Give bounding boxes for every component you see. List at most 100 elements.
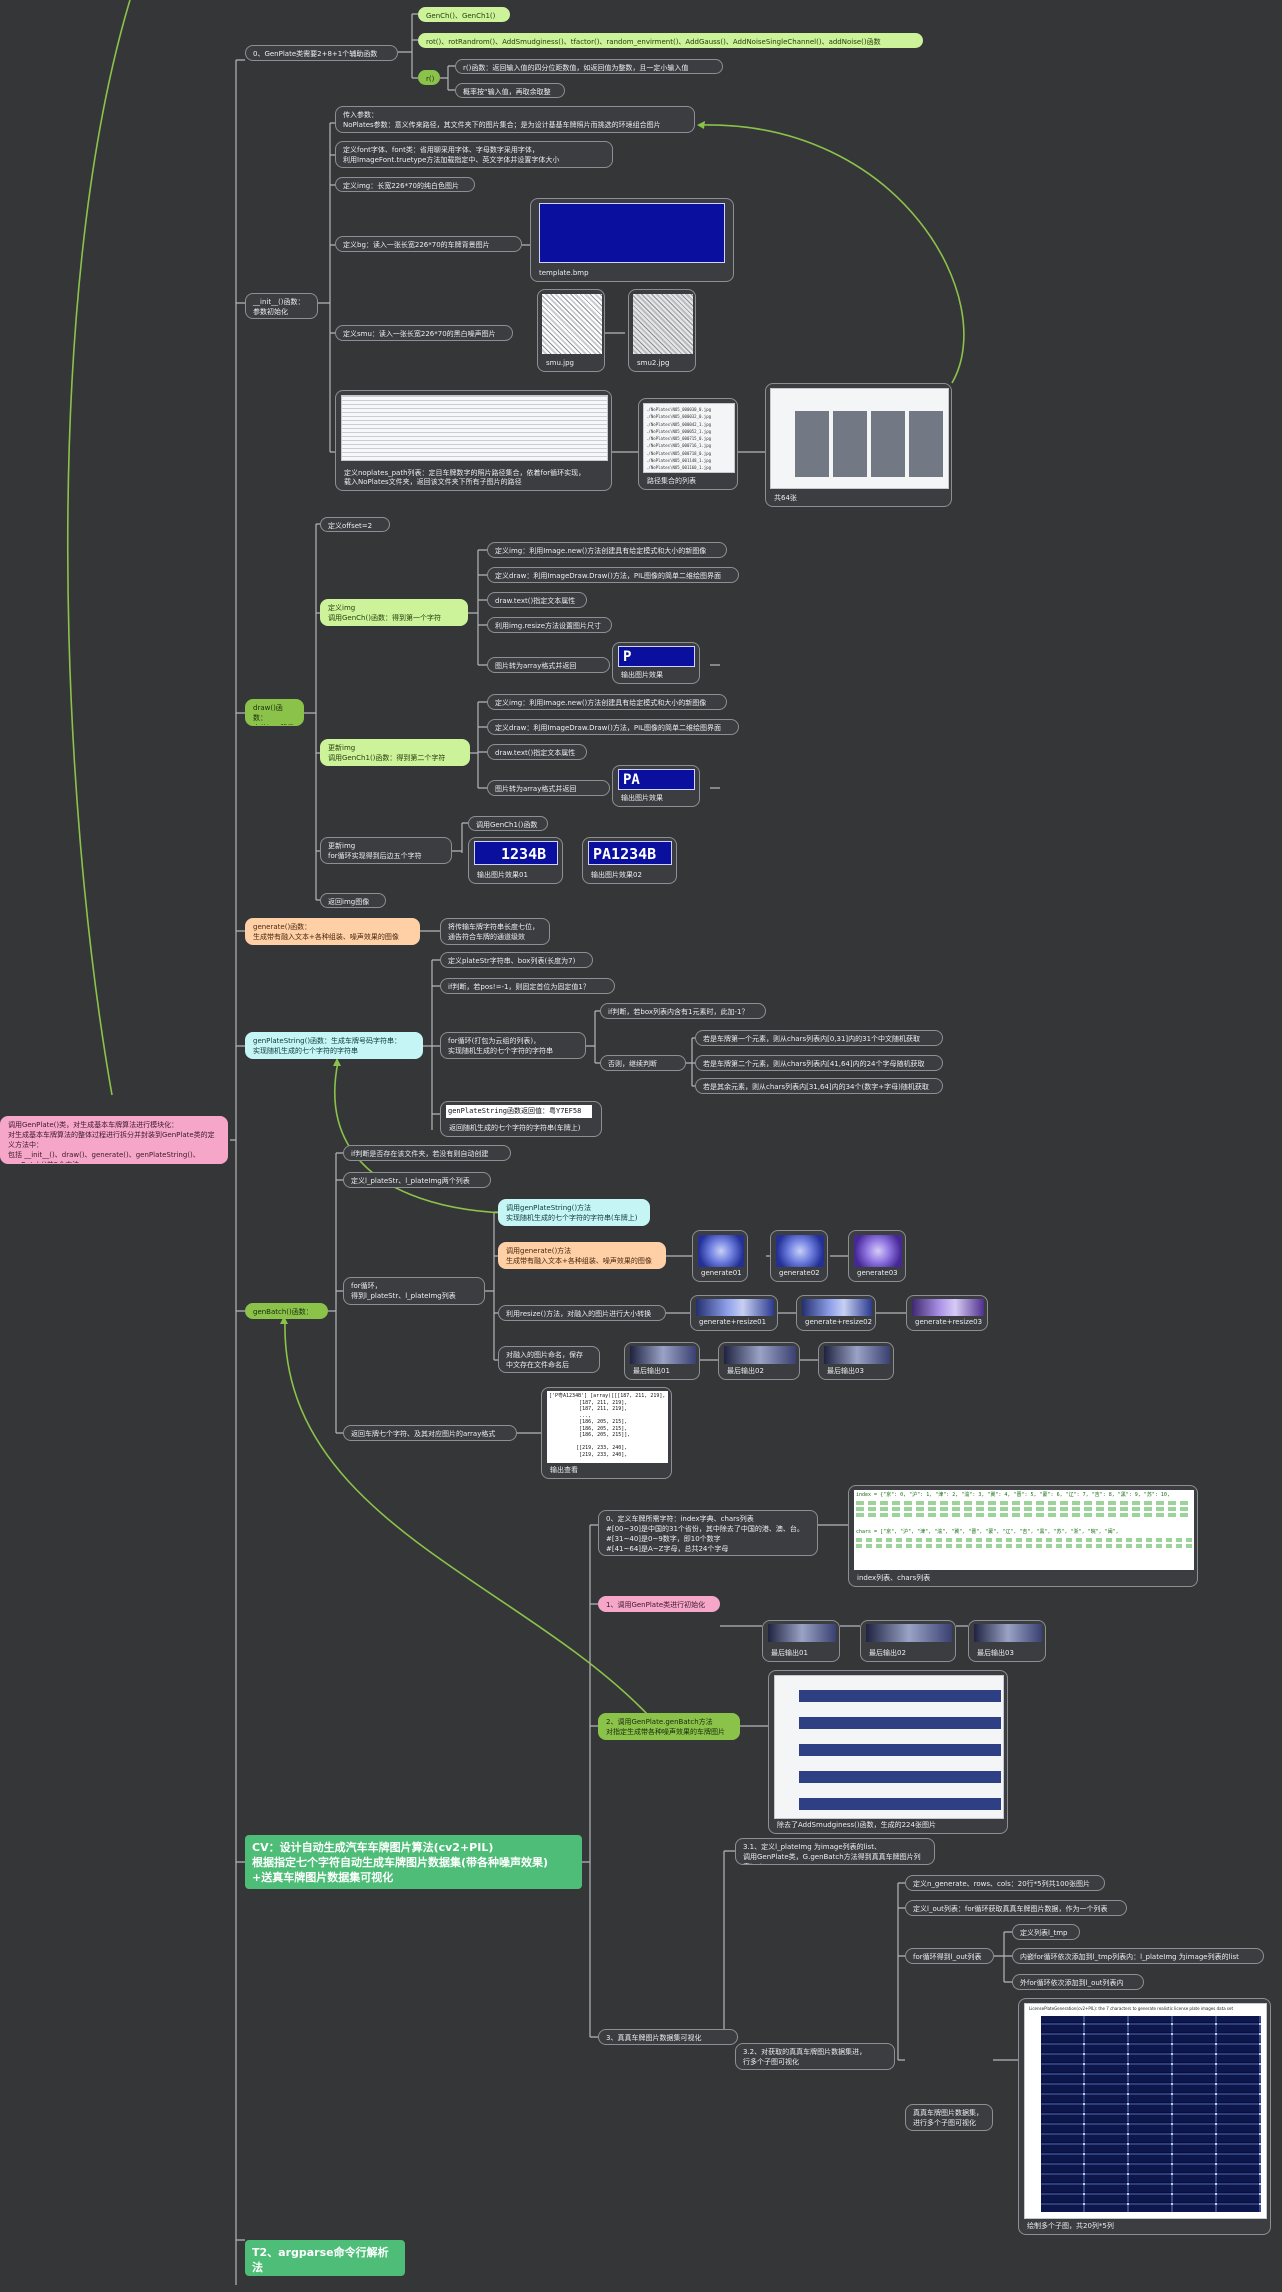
cv-step1[interactable]: 1、调用GenPlate类进行初始化 — [598, 1596, 720, 1612]
resize03-caption: generate+resize03 — [915, 1318, 983, 1326]
cv-step2[interactable]: 2、调用GenPlate.genBatch方法 对指定生成带各种噪声效果的车牌图… — [598, 1713, 740, 1740]
noplates-code-screenshot — [341, 395, 608, 461]
helpers-r-item-2[interactable]: 概率按“输入值，再取余取整 — [455, 83, 565, 98]
helpers-node[interactable]: 0、GenPlate类需要2+8+1个辅助函数 — [245, 45, 398, 61]
draw-first-item-3[interactable]: draw.text()指定文本属性 — [487, 592, 587, 608]
init-item-smu[interactable]: 定义smu：读入一张长宽226*70的黑白噪声图片 — [335, 325, 513, 341]
step2-out02-caption: 最后输出02 — [869, 1649, 906, 1657]
gps-item-3[interactable]: for循环(打包为云组的列表)， 实现随机生成的七个字符的字符串 — [440, 1032, 586, 1059]
draw-node[interactable]: draw()函数： 定位img背景 — [245, 699, 304, 726]
final02-card: 最后输出02 — [718, 1342, 800, 1380]
resize03-image — [912, 1299, 984, 1316]
gps-sub2-item-1[interactable]: 若是车牌第一个元素，则从chars列表内[0,31]内的31个中文随机获取 — [695, 1030, 943, 1046]
gps-item-2[interactable]: if判断，若pos!=-1，则固定首位为固定值1？ — [440, 978, 615, 994]
generate-node[interactable]: generate()函数： 生成带有融入文本+各种组装、噪声效果的图像 — [245, 918, 420, 945]
draw-first-out-caption: 输出图片效果 — [621, 671, 663, 679]
smu2-noise-image — [633, 294, 693, 354]
cv-step3-2[interactable]: 3.2、对获取的真真车牌图片数据集进， 行多个子图可视化 — [735, 2043, 895, 2070]
folder-screenshot — [770, 388, 949, 489]
generate03-caption: generate03 — [857, 1269, 898, 1277]
draw-offset[interactable]: 定义offset=2 — [320, 517, 390, 532]
draw-second-item-1[interactable]: 定义img：利用Image.new()方法创建具有给定模式和大小的新图像 — [487, 694, 727, 710]
nopltes-folder-card: 共64张 — [765, 383, 952, 507]
cv-vis-node[interactable]: 真真车牌图片数据集， 进行多个子图可视化 — [905, 2104, 993, 2131]
path-line: ./NoPlates\NO5_001160_1.jpg — [646, 465, 712, 471]
cv-for-item-1[interactable]: 定义列表l_tmp — [1012, 1924, 1080, 1940]
draw-second-item-4[interactable]: 图片转为array格式并返回 — [487, 780, 610, 796]
gps-sub-1[interactable]: if判断，若box列表内含有1元素时，此加-1？ — [600, 1003, 766, 1019]
gps-sub2-item-2[interactable]: 若是车牌第二个元素，则从chars列表内[41,64]内的24个字母随机获取 — [695, 1055, 943, 1071]
genbatch-node[interactable]: genBatch()函数： — [245, 1303, 328, 1319]
draw-second-item-2[interactable]: 定义draw：利用ImageDraw.Draw()方法，PIL图像的简单二维绘图… — [487, 719, 739, 735]
smu-noise-image — [542, 294, 602, 354]
vis-grid-caption: 绘制多个子图，共20列*5列 — [1027, 2222, 1114, 2230]
gps-item-1[interactable]: 定义plateStr字符串、box列表(长度为7) — [440, 952, 593, 968]
draw-return[interactable]: 返回img图像 — [320, 893, 386, 908]
genbatch-item-2[interactable]: 定义l_plateStr、l_plateImg两个列表 — [343, 1172, 491, 1188]
genbatch-loop-item-3[interactable]: 利用resize()方法，对融入的图片进行大小转换 — [498, 1305, 666, 1321]
init-item-img[interactable]: 定义img：长宽226*70的纯白色图片 — [335, 177, 475, 192]
cv-node[interactable]: CV：设计自动生成汽车车牌图片算法(cv2+PIL) 根据指定七个字符自动生成车… — [245, 1835, 582, 1889]
draw-first-item-2[interactable]: 定义draw：利用ImageDraw.Draw()方法，PIL图像的简单二维绘图… — [487, 567, 739, 583]
draw-loop-caption-2: 输出图片效果02 — [591, 871, 642, 879]
genbatch-loop-item-1[interactable]: 调用genPlateString()方法 实现随机生成的七个字符的字符串(车牌上… — [498, 1199, 650, 1226]
draw-loop-out-card-1: 1234B 输出图片效果01 — [468, 837, 563, 884]
draw-second-node[interactable]: 更新img 调用GenCh1()函数：得到第二个字符 — [320, 739, 470, 766]
path-list-caption: 路径集合的列表 — [647, 477, 696, 485]
vis-grid-title: LicensePlateGeneration(cv2+PIL): the 7 c… — [1029, 2006, 1234, 2011]
cv-s32-item-1[interactable]: 定义n_generate、rows、cols：20行*5列共100张图片 — [905, 1875, 1105, 1891]
genbatch-loop-node[interactable]: for循环， 得到l_plateStr、l_plateImg列表 — [343, 1277, 485, 1305]
generate01-image — [698, 1235, 744, 1267]
genbatch-loop-item-2[interactable]: 调用generate()方法 生成带有融入文本+各种组装、噪声效果的图像 — [498, 1242, 666, 1269]
path-line: ./NoPlates\NO5_000715_0.jpg — [646, 436, 712, 442]
gps-sub2-item-3[interactable]: 若是其余元素，则从chars列表内[31,64]内的34个(数字+字母)随机获取 — [695, 1078, 943, 1094]
draw-first-item-5[interactable]: 图片转为array格式并返回 — [487, 657, 610, 673]
helpers-r-node[interactable]: r() — [418, 70, 440, 85]
draw-first-out-card: P 输出图片效果 — [612, 642, 700, 684]
cv-s32-item-2[interactable]: 定义l_out列表：for循环获取真真车牌图片数据，作为一个列表 — [905, 1900, 1127, 1916]
init-item-params[interactable]: 传入参数： NoPlates参数：意义传来路径，其文件夹下的图片集合；是为设计基… — [335, 106, 695, 133]
index-chars-caption: index列表、chars列表 — [857, 1574, 931, 1582]
helpers-aug-node[interactable]: rot()、rotRandrom()、AddSmudginess()、tfact… — [418, 33, 923, 48]
path-line: ./NoPlates\NO5_000052_1.jpg — [646, 428, 712, 434]
draw-first-item-4[interactable]: 利用img.resize方法设置图片尺寸 — [487, 617, 612, 633]
draw-loop-item-1[interactable]: 调用GenCh1()函数 — [468, 816, 548, 831]
index-chars-image: index = {"京": 0, "沪": 1, "津": 2, "渝": 3,… — [854, 1490, 1194, 1570]
genplatestring-node[interactable]: genPlateString()函数：生成车牌号码字符串： 实现随机生成的七个字… — [245, 1032, 423, 1059]
genbatch-loop-item-4[interactable]: 对融入的图片命名，保存 中文存在文件命名后 — [498, 1346, 600, 1373]
noplates-path-text: 定义noplates_path列表：定目车牌数字的照片路径集合，依着for循环实… — [344, 469, 586, 486]
init-item-bg[interactable]: 定义bg：读入一张长宽226*70的车牌背景图片 — [335, 236, 522, 252]
cv-step0[interactable]: 0、定义车牌所需字符：index字典、chars列表 #[00~30]是中国的3… — [598, 1510, 818, 1556]
final02-caption: 最后输出02 — [727, 1367, 764, 1375]
generate-note[interactable]: 将传输车牌字符串长度七位， 通告符合车牌的通道级效 — [440, 918, 550, 945]
cv-step3[interactable]: 3、真真车牌图片数据集可视化 — [598, 2029, 738, 2045]
root-node[interactable]: 调用GenPlate()类，对生成基本车牌算法进行模块化： 对生成基本车牌算法的… — [0, 1116, 228, 1164]
step2-out03-card: 最后输出03 — [968, 1620, 1046, 1662]
cv-step3-1[interactable]: 3.1、定义l_plateImg 为image列表的list、 调用GenPla… — [735, 1838, 935, 1865]
gps-out-code: genPlateString函数返回值：粤Y7EF58 — [446, 1105, 592, 1118]
resize01-image — [696, 1299, 774, 1316]
cv-for-item-3[interactable]: 外for循环依次添加到l_out列表内 — [1012, 1974, 1144, 1990]
genbatch-return[interactable]: 返回车牌七个字符、及其对应图片的array格式 — [343, 1425, 517, 1441]
gps-sub-2[interactable]: 否则，继续判断 — [600, 1055, 686, 1071]
init-item-font[interactable]: 定义font字体、font类：省用聊采用字体、字母数字采用字体， 利用Image… — [335, 141, 613, 168]
draw-first-item-1[interactable]: 定义img：利用Image.new()方法创建具有给定模式和大小的新图像 — [487, 542, 727, 558]
draw-loop-plate-2: PA1234B — [588, 841, 672, 865]
draw-loop-node[interactable]: 更新img for循环实现得到后边五个字符 — [320, 837, 452, 864]
smu2-caption: smu2.jpg — [637, 359, 670, 367]
draw-loop-caption-1: 输出图片效果01 — [477, 871, 528, 879]
helpers-gen-node[interactable]: GenCh()、GenCh1() — [418, 7, 510, 22]
step2-out03-caption: 最后输出03 — [977, 1649, 1014, 1657]
genbatch-item-1[interactable]: if判断是否存在该文件夹，若没有则自动创建 — [343, 1145, 511, 1161]
step2-out01-image — [768, 1624, 836, 1642]
helpers-r-item-1[interactable]: r()函数：返回输入值的四分位距数值，如返回值为整数，且一定小输入值 — [455, 59, 723, 74]
init-node[interactable]: __init__()函数： 参数初始化 — [245, 293, 318, 319]
step2-grid-image — [774, 1675, 1004, 1819]
cv-for-item-2[interactable]: 内嵌for循环依次添加到l_tmp列表内：l_plateImg 为image列表… — [1012, 1948, 1264, 1964]
draw-second-item-3[interactable]: draw.text()指定文本属性 — [487, 744, 587, 760]
cv-for-out[interactable]: for循环得到l_out列表 — [905, 1948, 994, 1964]
path-line: ./NoPlates\NO5_000716_1.jpg — [646, 443, 712, 449]
smu-image-card: smu.jpg — [537, 289, 605, 372]
draw-first-node[interactable]: 定义img 调用GenCh()函数：得到第一个字符 — [320, 599, 468, 626]
t2-node[interactable]: T2、argparse命令行解析法 高级封装起实现 — [245, 2240, 405, 2276]
